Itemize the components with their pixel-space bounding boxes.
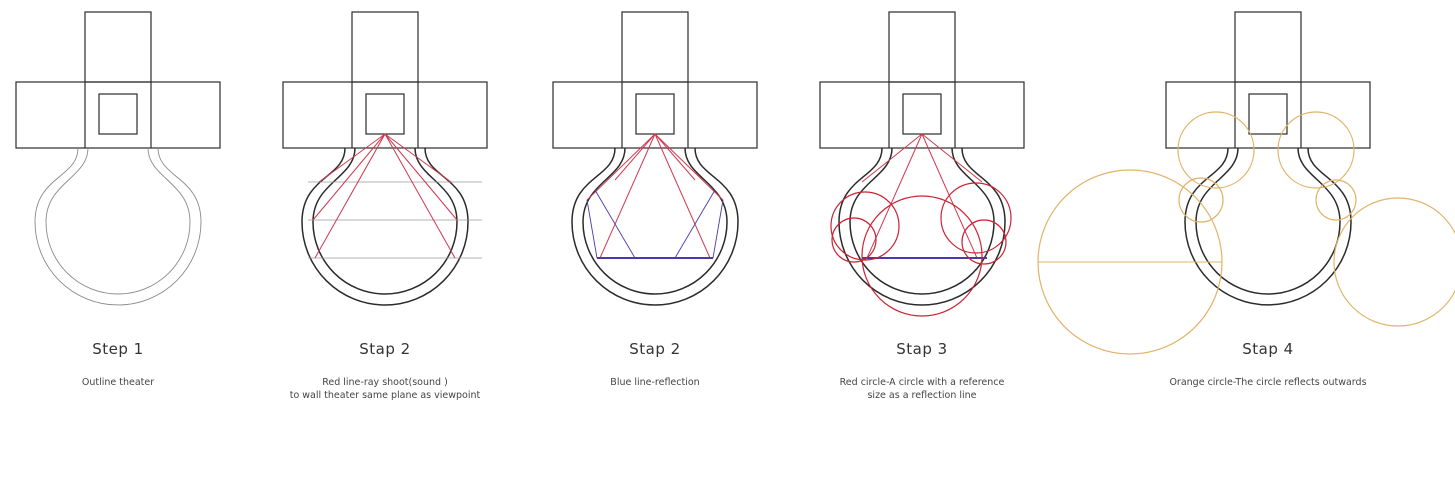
step-3-title: Stap 2 [629,340,681,358]
inner-wall [45,147,191,295]
ray-line-2 [312,133,386,221]
tower-rect [84,11,152,83]
step-2-description-line: to wall theater same plane as viewpoint [289,390,481,401]
reflection-line-4 [674,189,716,259]
step-2-description-line: Red line-ray shoot(sound ) [322,377,448,388]
inner-wall [312,147,458,295]
step-1-description: Outline theater [0,376,268,389]
red-circle-1 [830,191,900,261]
ray-line-4 [654,133,711,259]
ray-line-1 [861,133,923,183]
step-4-description: Red circle-A circle with a reference size… [772,376,1072,402]
orange-circle-1 [1177,111,1255,189]
ray-line-6 [654,133,696,181]
inner-wall [582,147,728,295]
step-1-drawing [15,11,221,306]
red-circle-5 [861,195,983,317]
outer-wall [1184,147,1352,306]
ray-line-6 [384,133,456,259]
step-4-title: Stap 3 [896,340,948,358]
tower-rect [888,11,956,83]
ray-line-1 [318,133,386,183]
ray-line-3 [314,133,386,259]
inner-wall [1195,147,1341,295]
cross-bar-rect [15,81,221,149]
cross-bar-rect [282,81,488,149]
outer-wall [571,147,739,306]
stage-square [902,93,942,135]
tower-rect [621,11,689,83]
orange-circle-3 [1178,177,1224,223]
step-4-description-line: Red circle-A circle with a reference [839,377,1005,388]
ray-line-1 [586,133,656,201]
orange-circle-6 [1333,197,1455,327]
step-5-description-line: Orange circle-The circle reflects outwar… [1169,377,1367,388]
stage-square [98,93,138,135]
step-1-description-line: Outline theater [81,377,155,388]
stage-square [365,93,405,135]
red-circle-4 [961,219,1007,265]
step-3-drawing [552,11,758,306]
tower-rect [351,11,419,83]
red-circle-3 [940,182,1012,254]
red-circle-2 [831,217,877,263]
step-5-description: Orange circle-The circle reflects outwar… [1118,376,1418,389]
cross-bar-rect [819,81,1025,149]
ray-line-5 [614,133,656,181]
ray-line-4 [384,133,452,183]
reflection-line-3 [594,189,636,259]
reflection-line-1 [586,199,598,259]
outer-wall [838,147,1006,306]
step-2-drawing [282,11,488,306]
cross-bar-rect [552,81,758,149]
outer-wall [34,147,202,306]
cross-bar-rect [1165,81,1371,149]
ray-line-3 [921,133,983,183]
orange-circle-2 [1277,111,1355,189]
stage-square [1248,93,1288,135]
stage-square [635,93,675,135]
step-2-title: Stap 2 [359,340,411,358]
tower-rect [1234,11,1302,83]
ray-line-5 [384,133,458,221]
orange-circle-4 [1315,179,1357,221]
reflection-line-2 [712,199,724,259]
inner-wall [849,147,995,295]
ray-line-3 [654,133,724,201]
ray-line-2 [599,133,656,259]
step-4-description-line: size as a reflection line [867,390,977,401]
step-3-description-line: Blue line-reflection [610,377,700,388]
step-2-description: Red line-ray shoot(sound ) to wall theate… [235,376,535,402]
step-5-title: Stap 4 [1242,340,1294,358]
step-3-description: Blue line-reflection [505,376,805,389]
step-4-drawing [819,11,1025,317]
step-1-title: Step 1 [92,340,144,358]
outer-wall [301,147,469,306]
step-5-drawing [1037,11,1455,355]
